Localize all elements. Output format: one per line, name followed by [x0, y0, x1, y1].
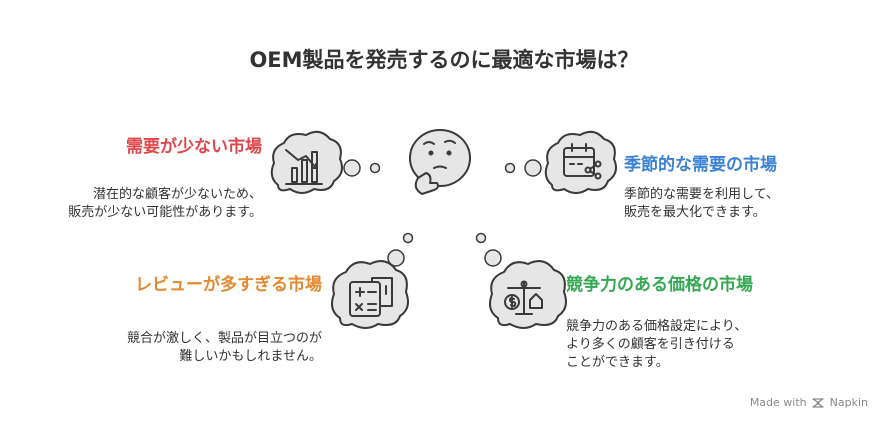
segment-description-seasonal: 季節的な需要を利用して、 販売を最大化できます。 [624, 187, 779, 220]
footer-brand: Napkin [829, 396, 868, 409]
segment-description-reviews: 競合が激しく、製品が目立つのが 難しいかもしれません。 [126, 331, 322, 364]
dollar-scale-house-icon [489, 260, 567, 329]
segment-heading-competitive: 競争力のある価格の市場 [566, 275, 753, 295]
segment-heading-low-demand: 需要が少ない市場 [126, 137, 262, 157]
napkin-logo-icon [812, 398, 824, 408]
footer-prefix: Made with [749, 396, 807, 409]
connector-dots [343, 159, 542, 267]
segment-description-competitive: 競争力のある価格設定により、 より多くの顧客を引き付ける ことができます。 [566, 319, 748, 370]
segment-heading-seasonal: 季節的な需要の市場 [624, 155, 777, 175]
segment-description-low-demand: 潜在的な顧客が少ないため、 販売が少ない可能性があります。 [68, 187, 262, 220]
declining-bar-chart-icon [270, 130, 343, 194]
footer-credit: Made with Napkin [750, 396, 868, 409]
calculator-document-icon [331, 260, 409, 329]
segment-heading-reviews: レビューが多すぎる市場 [135, 275, 322, 295]
thinking-face-icon [409, 129, 471, 195]
calendar-share-icon [544, 130, 617, 194]
page-title: OEM製品を発売するのに最適な市場は？ [249, 48, 639, 72]
